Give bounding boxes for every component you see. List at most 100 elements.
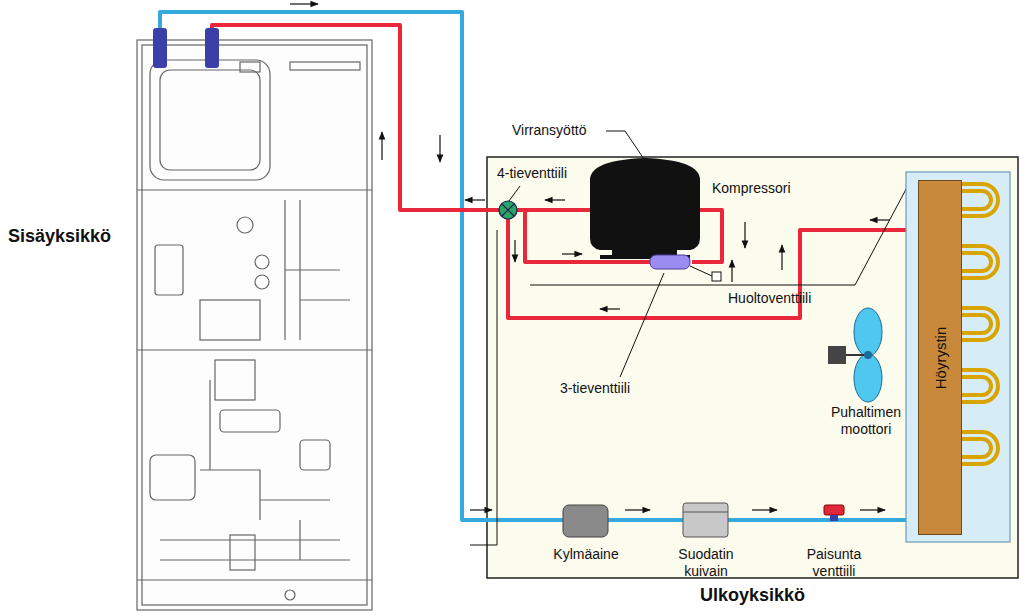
coil-loop	[962, 253, 991, 271]
expansion-valve-part	[830, 515, 838, 521]
outdoor-unit-box: UlkoyksikköHöyrystin	[487, 157, 1018, 578]
fan-part	[854, 308, 882, 356]
filter-drier-part	[683, 512, 728, 513]
flow-arrow-part	[860, 509, 885, 510]
leader-line-part	[470, 545, 497, 546]
indoor-unit-drawing-part	[230, 535, 255, 570]
indoor-unit-drawing-part	[215, 360, 255, 400]
leader-line-part	[530, 178, 912, 285]
refrigerant-pipe-part	[212, 25, 499, 210]
filter-drier	[683, 503, 728, 537]
flow-arrow	[290, 4, 890, 510]
part-label: Paisunta venttiili	[794, 546, 874, 580]
indoor-unit-drawing-part	[200, 300, 260, 340]
fan-part	[846, 354, 864, 356]
indoor-unit-drawing-part	[255, 275, 269, 289]
fan-part	[854, 354, 882, 402]
evaporator-core: Höyrystin	[918, 180, 962, 535]
flow-arrow-part	[600, 308, 620, 309]
leader-line-part	[690, 266, 712, 276]
indoor-unit-drawing-part	[160, 70, 260, 170]
part-label: Huoltoventtiili	[728, 290, 811, 307]
leader-line-part	[497, 230, 498, 545]
unit-heading: Sisäyksikkö	[8, 226, 111, 247]
part-label: Kylmäaine	[541, 546, 631, 563]
coil-loop	[962, 315, 991, 333]
leader-line-part	[620, 273, 664, 377]
indoor-unit-drawing-part	[142, 45, 367, 605]
indoor-unit-drawing-part	[160, 380, 350, 560]
indoor-unit-drawing	[137, 40, 372, 610]
three-way-valve-part	[712, 272, 721, 281]
indoor-unit-drawing-part	[285, 590, 295, 600]
leader-line	[470, 131, 912, 545]
compressor-part	[590, 158, 700, 250]
coil-loop	[962, 184, 998, 216]
evaporator-part	[962, 184, 998, 464]
fan-part	[864, 351, 872, 359]
flow-arrow-part	[470, 509, 492, 510]
coil-loop	[962, 308, 998, 340]
flow-arrow-part	[752, 509, 777, 510]
flow-arrow-part	[781, 245, 782, 270]
part-label: Kompressori	[712, 180, 791, 197]
flow-arrow-part	[381, 132, 382, 160]
part-label: Virransyöttö	[512, 122, 586, 139]
four-way-valve-part	[499, 201, 517, 219]
indoor-unit-drawing-part	[137, 579, 372, 580]
refrigerant-tank	[563, 505, 608, 537]
compressor	[590, 158, 700, 259]
part-label: Suodatin kuivain	[666, 546, 746, 580]
pipe-stub-part	[205, 28, 219, 68]
flow-arrow-part	[731, 260, 732, 282]
refrigerant-pipe-part	[160, 12, 906, 520]
three-way-valve	[650, 255, 721, 281]
indoor-unit-drawing-part	[137, 40, 372, 610]
indoor-unit-drawing-part	[137, 349, 372, 350]
flow-arrow-part	[562, 253, 582, 254]
filter-drier-part	[683, 503, 728, 537]
indoor-unit-drawing-part	[240, 62, 260, 72]
evaporator-part	[906, 172, 1010, 542]
indoor-unit-drawing-part	[155, 245, 183, 295]
indoor-unit-drawing-part	[150, 60, 270, 180]
four-way-valve	[499, 201, 517, 219]
pipe-stub	[153, 28, 219, 68]
unit-heading: Ulkoyksikkö	[487, 585, 1018, 606]
fan	[828, 308, 882, 402]
indoor-unit-drawing-part	[150, 455, 195, 500]
three-way-valve-part	[650, 255, 690, 269]
flow-arrow-part	[439, 135, 440, 162]
flow-arrow-part	[465, 199, 485, 200]
indoor-unit-drawing-part	[290, 62, 360, 70]
leader-line-part	[509, 186, 520, 201]
flow-arrow-part	[545, 199, 565, 200]
indoor-unit-drawing-part	[255, 255, 269, 269]
part-label: 4-tieventtiili	[497, 165, 567, 182]
indoor-unit-drawing-part	[285, 200, 350, 340]
flow-arrow-part	[744, 222, 745, 248]
outdoor-housing-part	[487, 157, 1018, 578]
coil-loop	[962, 439, 991, 457]
pipe-stub-part	[153, 28, 167, 68]
outdoor-housing	[487, 157, 1018, 578]
expansion-valve	[824, 505, 844, 521]
refrigerant-tank-part	[563, 505, 608, 537]
vertical-label: Höyrystin	[932, 326, 949, 389]
coil-loop	[962, 191, 991, 209]
coil-loop	[962, 432, 998, 464]
expansion-valve-part	[824, 505, 844, 515]
four-way-valve-part	[502, 204, 514, 216]
indoor-unit-drawing-part	[300, 440, 330, 470]
coil-loop	[962, 377, 991, 395]
coil-loop	[962, 370, 998, 402]
flow-arrow-part	[625, 509, 650, 510]
flow-arrow-part	[870, 219, 890, 220]
flow-arrow-part	[290, 3, 318, 4]
coil-loop	[962, 246, 998, 278]
indoor-unit-drawing-part	[237, 217, 253, 233]
refrigerant-pipe-part	[508, 219, 906, 318]
refrigerant-pipe	[160, 12, 906, 520]
